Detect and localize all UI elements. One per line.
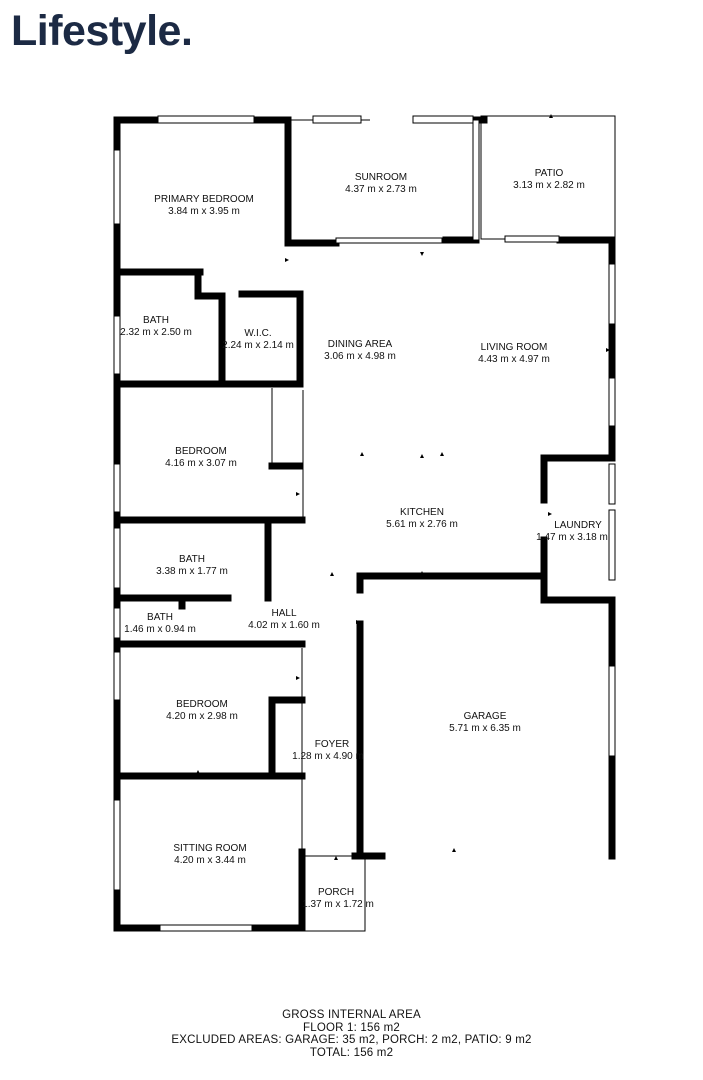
room-name-bath-small: BATH [147,612,173,623]
room-size-bedroom-2: 4.16 m x 3.07 m [165,458,237,469]
room-size-bath-small: 1.46 m x 0.94 m [124,624,196,635]
room-name-dining-area: DINING AREA [328,339,393,350]
room-name-hall: HALL [271,608,296,619]
room-name-garage: GARAGE [464,711,507,722]
room-name-primary-bedroom: PRIMARY BEDROOM [154,194,254,205]
room-name-bedroom-3: BEDROOM [176,699,228,710]
room-size-bath-ensuite: 2.32 m x 2.50 m [120,327,192,338]
door-markers [196,114,610,860]
room-size-living-room: 4.43 m x 4.97 m [478,354,550,365]
room-size-hall: 4.02 m x 1.60 m [248,620,320,631]
room-size-sunroom: 4.37 m x 2.73 m [345,184,417,195]
room-name-wic: W.I.C. [244,328,271,339]
room-size-kitchen: 5.61 m x 2.76 m [386,519,458,530]
room-size-garage: 5.71 m x 6.35 m [449,723,521,734]
room-name-bath-main: BATH [179,554,205,565]
room-size-sitting-room: 4.20 m x 3.44 m [174,855,246,866]
room-size-bath-main: 3.38 m x 1.77 m [156,566,228,577]
room-size-bedroom-3: 4.20 m x 2.98 m [166,711,238,722]
room-name-sitting-room: SITTING ROOM [173,843,246,854]
room-size-porch: 1.37 m x 1.72 m [302,899,374,910]
room-name-bedroom-2: BEDROOM [175,446,227,457]
area-summary-excluded: EXCLUDED AREAS: GARAGE: 35 m2, PORCH: 2 … [171,1034,532,1046]
room-size-foyer: 1.28 m x 4.90 m [292,751,364,762]
room-labels: PRIMARY BEDROOM 3.84 m x 3.95 m SUNROOM … [120,168,608,910]
area-summary-title: GROSS INTERNAL AREA [282,1009,421,1021]
floor-plan: PRIMARY BEDROOM 3.84 m x 3.95 m SUNROOM … [113,114,616,932]
area-summary-total: TOTAL: 156 m2 [309,1046,394,1059]
room-name-foyer: FOYER [315,739,349,750]
room-size-patio: 3.13 m x 2.82 m [513,180,585,191]
room-name-porch: PORCH [318,887,354,898]
room-size-dining-area: 3.06 m x 4.98 m [324,351,396,362]
room-name-kitchen: KITCHEN [400,507,444,518]
room-size-laundry: 1.47 m x 3.18 m [536,532,608,543]
brand-logo: Lifestyle. [11,7,193,55]
room-name-patio: PATIO [535,168,564,179]
windows [113,115,616,932]
room-name-living-room: LIVING ROOM [481,342,548,353]
room-name-laundry: LAUNDRY [554,520,602,531]
room-size-primary-bedroom: 3.84 m x 3.95 m [168,206,240,217]
room-name-sunroom: SUNROOM [355,172,407,183]
area-summary-floor: FLOOR 1: 156 m2 [303,1021,400,1034]
area-summary: GROSS INTERNAL AREA FLOOR 1: 156 m2 EXCL… [0,1009,703,1059]
room-name-bath-ensuite: BATH [143,315,169,326]
room-size-wic: 2.24 m x 2.14 m [222,340,294,351]
